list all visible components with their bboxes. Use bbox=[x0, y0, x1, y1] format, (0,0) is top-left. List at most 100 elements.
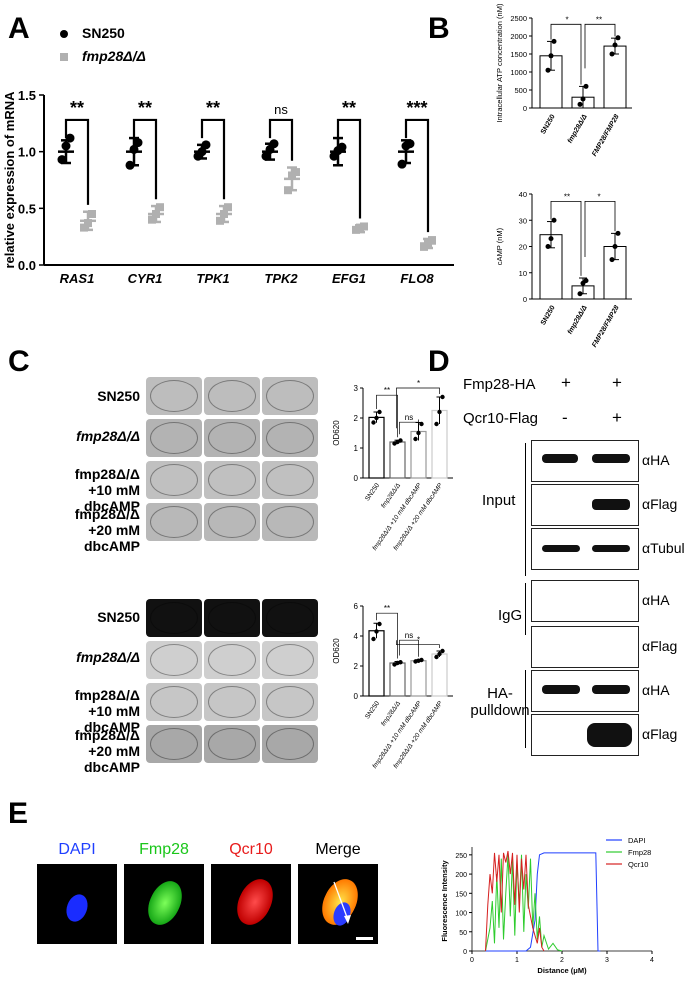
b-data-point bbox=[615, 230, 621, 236]
a-sig-bracket bbox=[404, 118, 430, 233]
a-data-point bbox=[360, 222, 368, 231]
e-ytick-label: 0 bbox=[463, 949, 467, 956]
c-category-label: fmp28Δ/Δ bbox=[380, 482, 402, 509]
e-xtick-label: 3 bbox=[605, 957, 609, 964]
c-data-point bbox=[434, 654, 439, 660]
c-sig-label: * bbox=[417, 380, 420, 388]
b-sig-label: ** bbox=[564, 192, 570, 201]
d-antibody-pulldown-ha: αHA bbox=[642, 682, 670, 698]
c-top-row-label-4: fmp28Δ/Δ +20 mM dbcAMP bbox=[74, 506, 140, 554]
c-bar bbox=[389, 441, 406, 479]
b-data-point bbox=[609, 257, 615, 263]
a-ytick-label: 0.0 bbox=[18, 258, 36, 273]
e-ytick-label: 250 bbox=[455, 853, 467, 860]
b-data-point bbox=[612, 42, 618, 48]
d-group-input: Input bbox=[482, 492, 516, 509]
legend-label-fmp28: fmp28Δ/Δ bbox=[82, 48, 146, 64]
b-category-label: fmp28Δ/Δ bbox=[567, 304, 589, 335]
c-bottom-row-label-1: SN250 bbox=[97, 609, 140, 625]
a-data-point bbox=[148, 215, 156, 224]
e-label-fmp28: Fmp28 bbox=[139, 841, 189, 858]
b-y-axis-label: cAMP (nM) bbox=[495, 227, 504, 265]
a-data-point bbox=[80, 223, 88, 232]
a-data-point bbox=[88, 210, 96, 218]
e-image-merge bbox=[298, 864, 378, 944]
d-antibody-input-ha: αHA bbox=[642, 452, 670, 468]
c-category-label: SN250 bbox=[364, 700, 381, 721]
c-data-point bbox=[437, 651, 442, 657]
b-data-point bbox=[551, 217, 557, 223]
a-data-point bbox=[125, 160, 135, 170]
a-data-point bbox=[201, 140, 211, 150]
d-qcr10-sign-1: - bbox=[562, 408, 568, 427]
b-data-point bbox=[615, 35, 621, 41]
d-blot-input-ha bbox=[531, 440, 639, 482]
a-sig-label: ** bbox=[206, 98, 220, 118]
c-ytick-label: 2 bbox=[354, 414, 359, 423]
e-merge-arrow bbox=[333, 881, 351, 924]
d-blot-pulldown-flag bbox=[531, 714, 639, 756]
b-sig-label: * bbox=[565, 15, 568, 24]
a-sig-label: ns bbox=[274, 102, 288, 117]
c-data-point bbox=[434, 421, 439, 427]
c-y-axis-label: OD620 bbox=[332, 420, 341, 446]
c-top-wells-row-3 bbox=[146, 461, 318, 499]
b-ytick-label: 10 bbox=[519, 269, 527, 278]
c-sig-bracket bbox=[396, 387, 440, 429]
panel-letter-e: E bbox=[8, 797, 29, 830]
a-category-label: EFG1 bbox=[332, 271, 366, 286]
c-ytick-label: 4 bbox=[354, 632, 359, 641]
a-data-point bbox=[224, 203, 232, 212]
c-top-row-label-3: fmp28Δ/Δ +10 mM dbcAMP bbox=[74, 466, 140, 514]
d-group-igg: IgG bbox=[498, 607, 523, 624]
c-bar bbox=[431, 653, 448, 697]
e-xtick-label: 0 bbox=[470, 957, 474, 964]
b-data-point bbox=[545, 244, 551, 249]
e-ytick-label: 50 bbox=[459, 930, 467, 937]
d-bracket-pulldown bbox=[525, 670, 526, 748]
c-bottom-wells-row-4 bbox=[146, 725, 318, 763]
a-data-point bbox=[61, 141, 71, 151]
b-sig-bracket bbox=[584, 23, 616, 69]
e-image-dapi bbox=[37, 864, 117, 944]
d-group-pulldown: HA- pulldown bbox=[470, 685, 530, 719]
e-ytick-label: 200 bbox=[455, 872, 467, 879]
panel-letter-c: C bbox=[8, 345, 30, 378]
a-data-point bbox=[337, 142, 347, 152]
b-sig-bracket bbox=[550, 200, 582, 276]
b-ytick-label: 500 bbox=[514, 86, 527, 95]
b-ytick-label: 0 bbox=[523, 295, 527, 304]
b-data-point bbox=[548, 53, 554, 59]
legend-marker-sn250 bbox=[60, 30, 68, 38]
e-label-merge: Merge bbox=[315, 841, 361, 858]
c-ytick-label: 6 bbox=[354, 602, 359, 611]
c-sig-label: * bbox=[417, 636, 420, 645]
a-sig-bracket bbox=[64, 118, 90, 205]
b-ytick-label: 2500 bbox=[510, 14, 527, 23]
d-antibody-igg-ha: αHA bbox=[642, 592, 670, 608]
d-blot-igg-flag bbox=[531, 626, 639, 668]
a-data-point bbox=[57, 155, 67, 165]
e-xtick-label: 4 bbox=[650, 957, 654, 964]
c-sig-label: ** bbox=[384, 386, 390, 395]
a-data-point bbox=[269, 139, 279, 149]
b-y-axis-label: Intracellular ATP concentration (nM) bbox=[495, 3, 504, 122]
a-data-point bbox=[152, 210, 160, 218]
c-data-point bbox=[440, 648, 445, 654]
c-data-point bbox=[416, 430, 421, 436]
b-data-point bbox=[580, 96, 586, 102]
a-data-point bbox=[129, 144, 139, 154]
c-bar bbox=[368, 630, 385, 697]
c-category-label: SN250 bbox=[364, 482, 381, 503]
c-bottom-wells-row-1 bbox=[146, 599, 318, 637]
e-legend-label: Fmp28 bbox=[628, 848, 651, 857]
d-blot-input-flag bbox=[531, 484, 639, 526]
c-sig-bracket bbox=[376, 394, 398, 438]
c-top-wells-row-2 bbox=[146, 419, 318, 457]
d-bracket-input bbox=[525, 443, 526, 576]
a-category-label: CYR1 bbox=[128, 271, 163, 286]
